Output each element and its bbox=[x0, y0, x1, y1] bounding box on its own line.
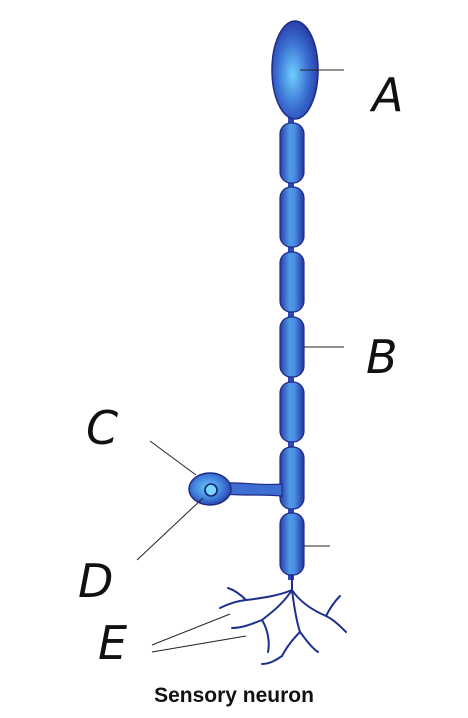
diagram-caption: Sensory neuron bbox=[154, 684, 314, 707]
nucleus bbox=[204, 483, 218, 497]
label-e: E bbox=[98, 616, 127, 670]
myelin-segment bbox=[279, 186, 305, 248]
label-a: A bbox=[369, 68, 403, 122]
myelin-segment bbox=[279, 381, 305, 443]
leader-line-e2 bbox=[151, 635, 247, 653]
myelin-segment bbox=[279, 122, 305, 184]
axon-terminals bbox=[219, 574, 347, 665]
soma-stalk bbox=[224, 482, 283, 497]
myelin-segment bbox=[279, 446, 305, 510]
myelin-segment bbox=[279, 316, 305, 378]
leader-line-e1 bbox=[151, 613, 231, 646]
label-c: C bbox=[86, 401, 118, 455]
label-d: D bbox=[78, 554, 113, 608]
myelin-segment bbox=[279, 251, 305, 313]
leader-lines bbox=[136, 69, 344, 653]
myelin-segment bbox=[279, 512, 305, 576]
myelin-sheath bbox=[279, 122, 305, 576]
leader-line-d bbox=[136, 497, 204, 561]
leader-line-c bbox=[149, 440, 197, 476]
label-b: B bbox=[366, 330, 398, 384]
